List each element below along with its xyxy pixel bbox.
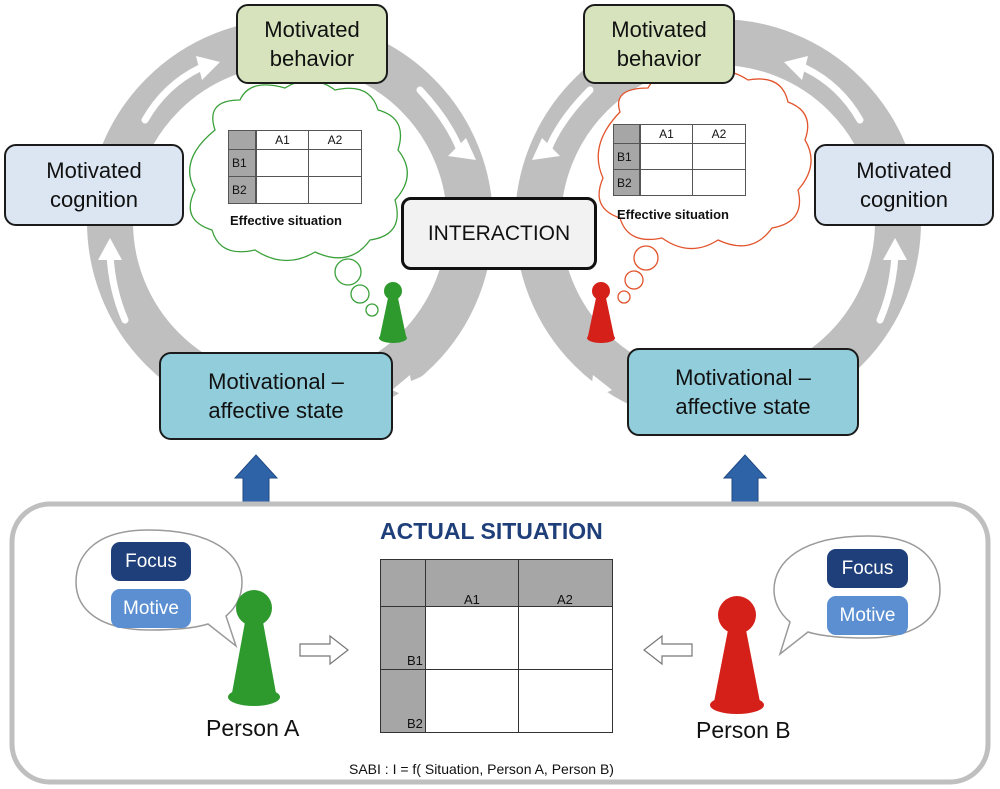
effective-situation-table-left: A1 A2 B1 B2 [228, 130, 362, 204]
table-col-header: A1 [425, 559, 519, 607]
loop-arrow [416, 86, 464, 154]
effective-situation-table-right: A1 A2 B1 B2 [613, 124, 746, 196]
loop-arrowhead [590, 375, 612, 400]
thought-bubble [633, 245, 659, 271]
loop-arrowhead [98, 238, 122, 260]
table-row-header: B1 [380, 606, 426, 670]
effective-situation-caption-left: Effective situation [230, 213, 342, 228]
table-col-header: A2 [518, 559, 613, 607]
up-arrow-left [233, 454, 279, 506]
loop-arrow [544, 86, 594, 154]
hollow-arrow-right [643, 634, 693, 666]
pawn-green-small [379, 282, 407, 343]
motivated-cognition-box-left: Motivated cognition [4, 144, 184, 226]
table-row-header: B1 [228, 149, 256, 177]
loop-arrow [141, 64, 204, 124]
thought-cloud-left [189, 79, 408, 262]
loop-arrowhead [883, 238, 907, 260]
table-row-header: B2 [613, 169, 640, 196]
loop-arrowhead [532, 138, 560, 160]
table-col-header: A2 [692, 124, 746, 144]
loop-arrowhead [392, 375, 414, 400]
motivational-state-box-right: Motivational – affective state [627, 348, 859, 436]
loop-arrowhead [784, 56, 808, 80]
thought-bubble [350, 284, 370, 304]
loop-arrow [106, 251, 129, 324]
table-row-header: B1 [613, 143, 640, 170]
motivated-behavior-box-left: Motivated behavior [236, 4, 388, 84]
focus-badge-person-b: Focus [827, 549, 908, 588]
motive-badge-person-a: Motive [111, 589, 191, 628]
motive-badge-person-b: Motive [827, 596, 908, 635]
sabi-formula: SABI : I = f( Situation, Person A, Perso… [349, 761, 614, 777]
thought-bubble [624, 270, 644, 290]
table-col-header: A1 [256, 130, 309, 150]
thought-bubble [365, 303, 379, 317]
table-col-header: A1 [640, 124, 693, 144]
pawn-green-large [228, 590, 280, 706]
loop-arrowhead [448, 138, 476, 160]
interaction-box: INTERACTION [401, 197, 597, 270]
up-arrow-right [722, 454, 768, 506]
motivated-cognition-box-right: Motivated cognition [814, 144, 994, 226]
effective-situation-caption-right: Effective situation [617, 207, 729, 222]
motivational-state-box-left: Motivational – affective state [159, 352, 393, 440]
table-row-header: B2 [228, 176, 256, 204]
person-b-label: Person B [696, 717, 791, 743]
actual-situation-table: A1 A2 B1 B2 [380, 559, 613, 733]
actual-situation-title: ACTUAL SITUATION [380, 518, 603, 544]
loop-arrow [876, 251, 899, 324]
thought-bubble [617, 290, 631, 304]
pawn-red-large [710, 596, 764, 714]
table-col-header: A2 [308, 130, 362, 150]
hollow-arrow-left [299, 634, 349, 666]
table-row-header: B2 [380, 669, 426, 733]
thought-bubble [334, 258, 362, 286]
person-a-label: Person A [206, 715, 300, 741]
loop-arrow [801, 64, 864, 124]
loop-arrowhead [196, 56, 220, 80]
focus-badge-person-a: Focus [111, 542, 191, 581]
motivated-behavior-box-right: Motivated behavior [583, 4, 735, 84]
pawn-red-small [587, 282, 615, 343]
